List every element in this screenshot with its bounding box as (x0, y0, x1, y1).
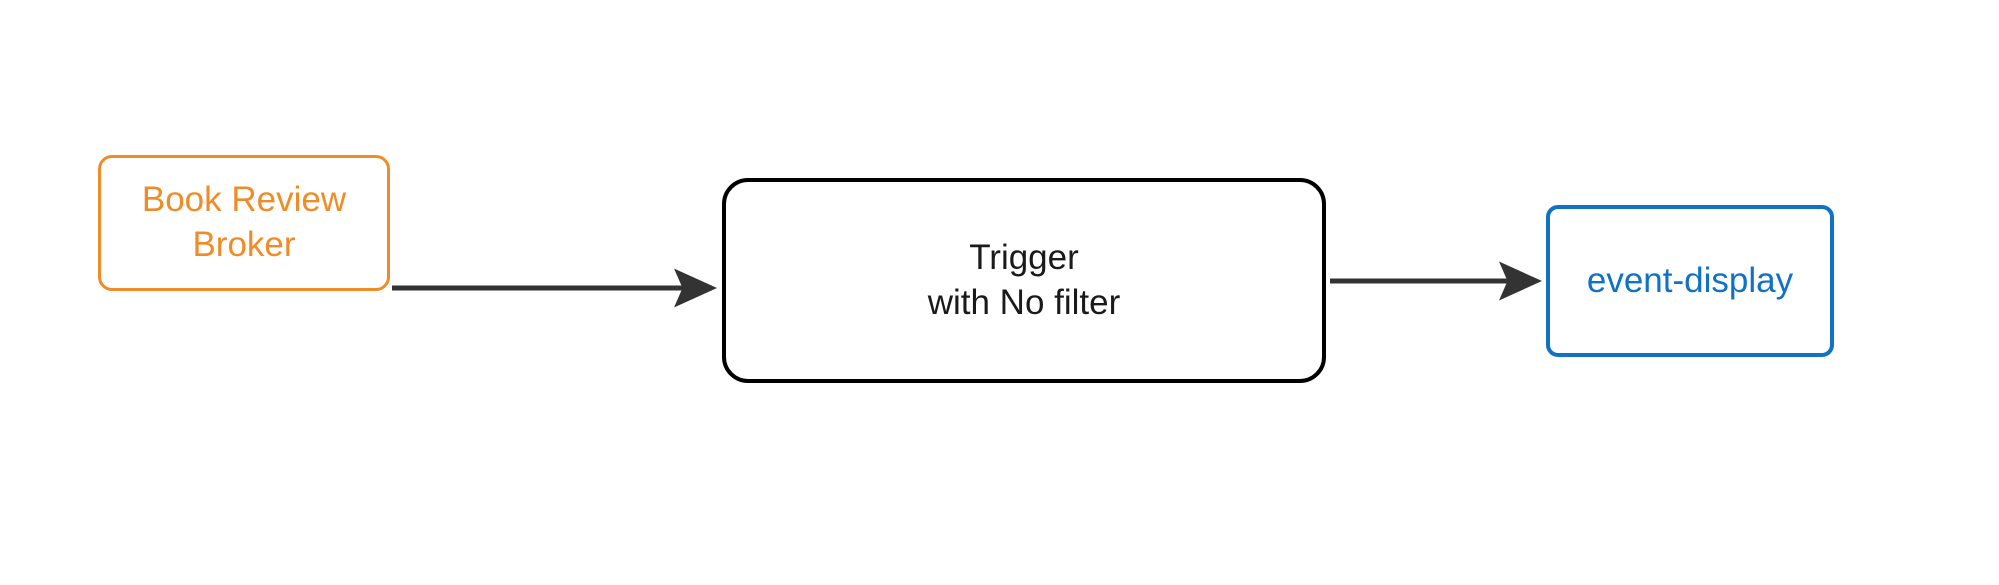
node-book-review-broker[interactable]: Book Review Broker (98, 155, 390, 291)
node-trigger-with-no-filter[interactable]: Trigger with No filter (722, 178, 1326, 383)
node-event-display-label: event-display (1586, 260, 1794, 300)
node-book-review-broker-label: Book Review Broker (141, 180, 347, 264)
node-event-display[interactable]: event-display (1546, 205, 1834, 357)
node-trigger-with-no-filter-label: Trigger with No filter (927, 237, 1121, 322)
